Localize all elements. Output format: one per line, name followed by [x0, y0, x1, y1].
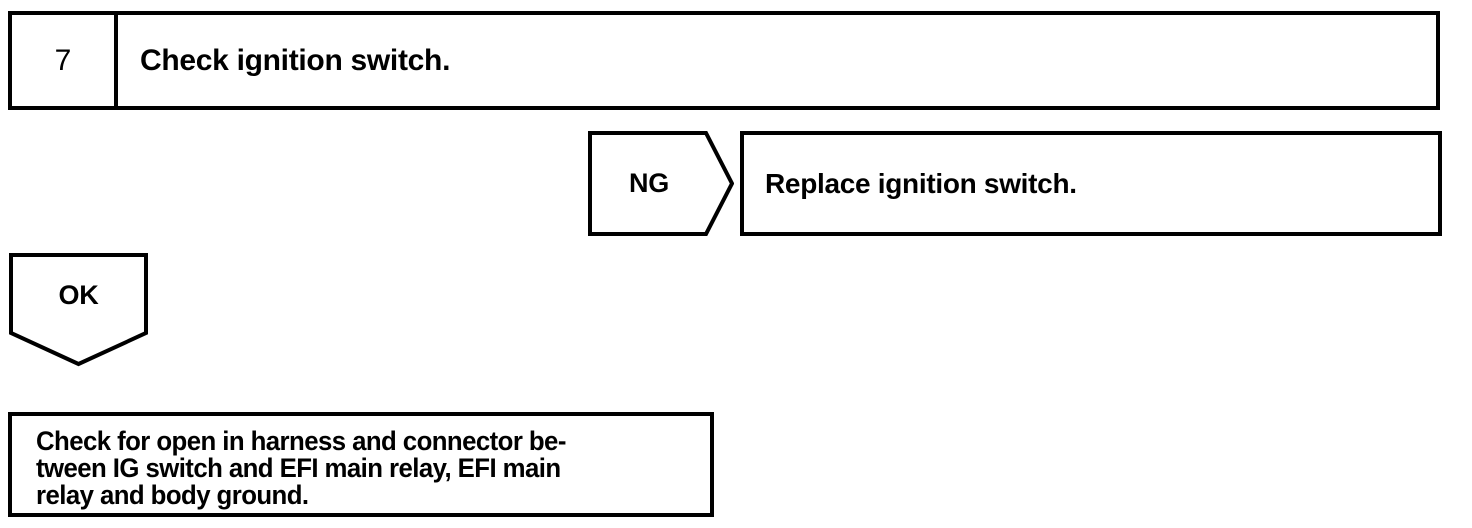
- action-line-3: relay and body ground.: [36, 480, 309, 510]
- action-line-1: Check for open in harness and connector …: [36, 426, 566, 456]
- arrow-down-icon: [9, 253, 148, 367]
- action-line-2: tween IG switch and EFI main relay, EFI …: [36, 453, 561, 483]
- ng-result-box: Replace ignition switch.: [740, 131, 1442, 236]
- ng-branch-label: NG: [628, 168, 670, 198]
- ng-result-text: Replace ignition switch.: [765, 167, 1077, 199]
- step-instruction-cell: Check ignition switch.: [118, 15, 1436, 106]
- arrow-right-icon: [588, 131, 734, 236]
- step-instruction: Check ignition switch.: [140, 43, 451, 77]
- step-number-cell: 7: [12, 15, 118, 106]
- step-row: 7 Check ignition switch.: [8, 11, 1440, 110]
- step-number: 7: [54, 43, 72, 77]
- ok-branch-arrow: OK: [9, 253, 148, 367]
- action-box: Check for open in harness and connector …: [8, 412, 714, 517]
- ok-branch-label: OK: [58, 279, 99, 310]
- ng-branch-arrow: NG: [588, 131, 734, 236]
